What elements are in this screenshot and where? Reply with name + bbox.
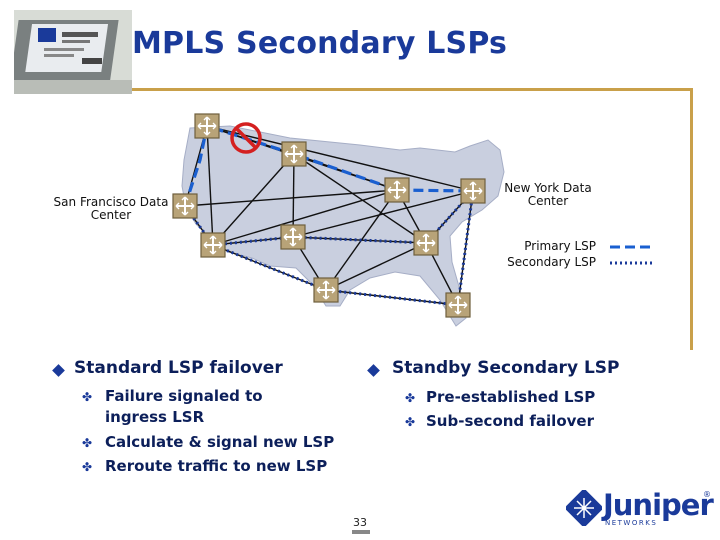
clover-bullet-icon: ✤ <box>405 391 415 405</box>
clover-bullet-icon: ✤ <box>82 436 92 450</box>
router-icon <box>195 114 219 138</box>
router-icon <box>446 293 470 317</box>
clover-bullet-icon: ✤ <box>405 415 415 429</box>
logo-wordmark: Juniper <box>603 488 713 522</box>
left-item-2: Calculate & signal new LSP <box>105 432 334 453</box>
clover-bullet-icon: ✤ <box>82 460 92 474</box>
new-york-label: New York Data Center <box>504 182 592 208</box>
left-heading: Standard LSP failover <box>74 358 283 378</box>
diamond-bullet-icon <box>367 364 380 377</box>
left-item-1: Failure signaled to ingress LSR <box>105 386 305 428</box>
right-item-1: Pre-established LSP <box>426 387 595 408</box>
clover-bullet-icon: ✤ <box>82 390 92 404</box>
right-heading: Standby Secondary LSP <box>392 358 619 378</box>
legend-lines <box>608 240 656 270</box>
router-icon <box>314 278 338 302</box>
juniper-logo-icon <box>566 490 602 526</box>
router-icon <box>281 225 305 249</box>
legend-primary-label: Primary LSP <box>500 240 596 253</box>
router-icon <box>173 194 197 218</box>
logo-subtitle: NETWORKS <box>605 519 657 527</box>
router-icon <box>414 231 438 255</box>
left-item-3: Reroute traffic to new LSP <box>105 456 327 477</box>
network-map <box>0 0 720 340</box>
router-icon <box>282 142 306 166</box>
page-number-bar <box>352 530 370 534</box>
legend-secondary-label: Secondary LSP <box>478 256 596 269</box>
san-francisco-label: San Francisco Data Center <box>52 196 170 222</box>
router-icon <box>461 179 485 203</box>
logo-registered-mark: ® <box>703 490 711 499</box>
router-icon <box>385 178 409 202</box>
page-number: 33 <box>340 516 380 529</box>
router-icon <box>201 233 225 257</box>
right-item-2: Sub-second failover <box>426 411 594 432</box>
diamond-bullet-icon <box>52 364 65 377</box>
